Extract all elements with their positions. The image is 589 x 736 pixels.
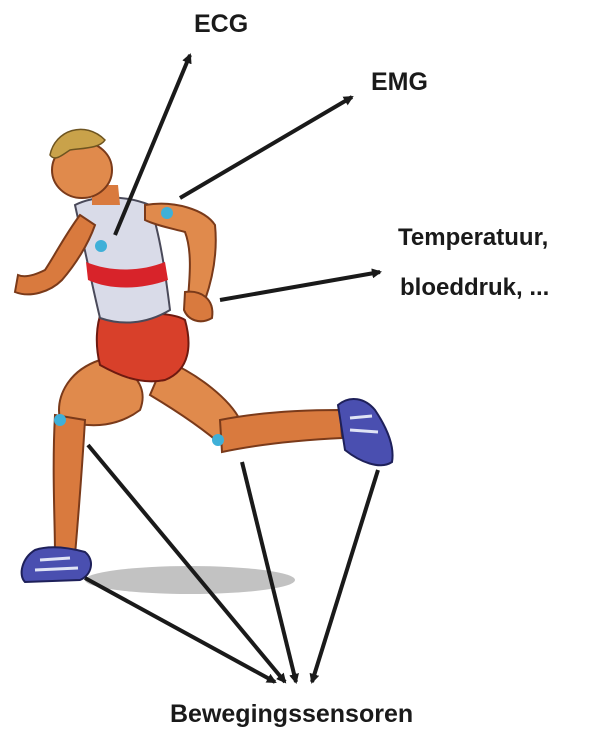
runner-figure — [15, 129, 393, 582]
sensor-dot-knee-back — [212, 434, 224, 446]
left-arm — [15, 215, 95, 294]
back-calf — [220, 410, 342, 452]
arrow-motion-back-foot — [312, 470, 378, 682]
arrow-emg — [180, 97, 352, 198]
arrow-temperature — [220, 272, 380, 300]
front-shoe — [22, 547, 91, 582]
label-temperature-line1: Temperatuur, — [398, 224, 548, 252]
sensor-dot-shoulder — [161, 207, 173, 219]
label-temperature-line2: bloeddruk, ... — [400, 274, 549, 302]
right-fist — [184, 292, 212, 322]
sensor-dot-chest — [95, 240, 107, 252]
label-motion-sensors: Bewegingssensoren — [170, 700, 413, 729]
label-emg: EMG — [371, 68, 428, 97]
sensor-dot-knee-front — [54, 414, 66, 426]
label-ecg: ECG — [194, 10, 248, 39]
arrow-motion-knee-front — [88, 445, 285, 682]
front-shin — [54, 415, 85, 555]
